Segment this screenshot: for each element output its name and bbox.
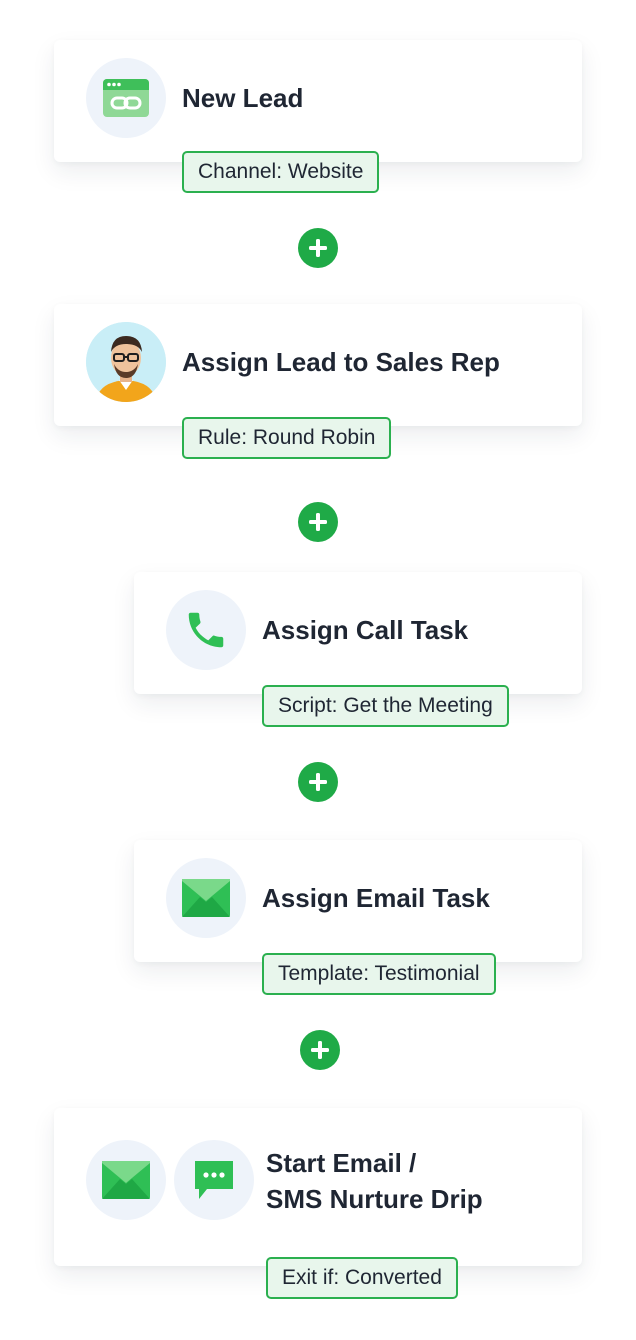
phone-icon-circle bbox=[166, 590, 246, 670]
step-tag[interactable]: Rule: Round Robin bbox=[182, 417, 392, 459]
phone-icon bbox=[188, 612, 224, 648]
email-icon-circle bbox=[86, 1140, 166, 1220]
step-title-line-1: Start Email / bbox=[266, 1148, 417, 1178]
step-tag[interactable]: Template: Testimonial bbox=[262, 953, 496, 995]
add-step-button[interactable] bbox=[298, 762, 338, 802]
add-step-button[interactable] bbox=[298, 502, 338, 542]
step-card-nurture-drip[interactable]: Start Email / SMS Nurture Drip bbox=[54, 1108, 582, 1266]
step-tag[interactable]: Channel: Website bbox=[182, 151, 380, 193]
plus-icon bbox=[309, 773, 327, 791]
add-step-button[interactable] bbox=[298, 228, 338, 268]
email-icon-circle bbox=[166, 858, 246, 938]
step-title: Assign Call Task bbox=[262, 615, 469, 645]
sales-rep-avatar bbox=[86, 322, 166, 402]
step-title: Assign Lead to Sales Rep bbox=[182, 347, 500, 377]
email-icon bbox=[102, 1161, 150, 1199]
step-tag[interactable]: Script: Get the Meeting bbox=[262, 685, 509, 727]
step-title-line-2: SMS Nurture Drip bbox=[266, 1184, 483, 1214]
browser-link-icon bbox=[103, 79, 149, 117]
sms-chat-icon bbox=[195, 1161, 233, 1199]
step-title: New Lead bbox=[182, 83, 304, 113]
step-card-call-task[interactable]: Assign Call Task bbox=[134, 572, 582, 694]
step-title: Assign Email Task bbox=[262, 883, 490, 913]
step-card-email-task[interactable]: Assign Email Task bbox=[134, 840, 582, 962]
plus-icon bbox=[309, 239, 327, 257]
sms-icon-circle bbox=[174, 1140, 254, 1220]
step-tag[interactable]: Exit if: Converted bbox=[266, 1257, 458, 1299]
browser-link-icon-circle bbox=[86, 58, 166, 138]
plus-icon bbox=[309, 513, 327, 531]
plus-icon bbox=[311, 1041, 329, 1059]
email-icon bbox=[182, 879, 230, 917]
step-card-assign-lead[interactable]: Assign Lead to Sales Rep bbox=[54, 304, 582, 426]
avatar bbox=[86, 322, 166, 402]
step-card-new-lead[interactable]: New Lead bbox=[54, 40, 582, 162]
add-step-button[interactable] bbox=[300, 1030, 340, 1070]
